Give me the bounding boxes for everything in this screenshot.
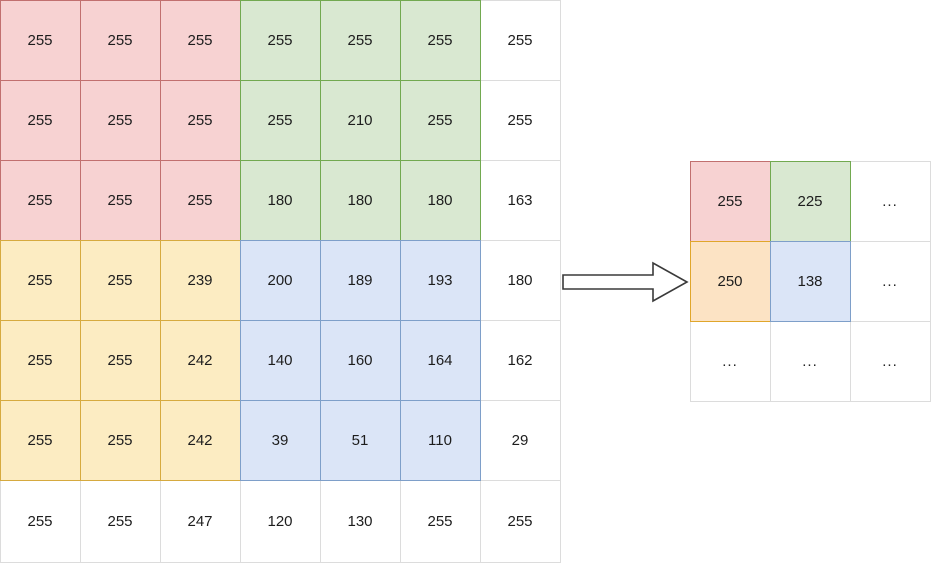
input-matrix-cell-r2-c4: 180 [319, 159, 401, 241]
input-matrix-cell-r6-c5: 255 [399, 479, 481, 563]
input-matrix-cell-r1-c2: 255 [159, 79, 241, 161]
flow-arrow-container [560, 258, 690, 306]
input-matrix-cell-r3-c2: 239 [159, 239, 241, 321]
input-matrix-cell-r5-c1: 255 [79, 399, 161, 481]
input-matrix-cell-r2-c1: 255 [79, 159, 161, 241]
input-matrix-cell-r6-c1: 255 [79, 479, 161, 563]
output-matrix-cell-r2-c2: ... [849, 320, 931, 402]
input-matrix-cell-r4-c6: 162 [479, 319, 561, 401]
right-arrow-icon [562, 261, 689, 303]
input-matrix-cell-r2-c5: 180 [399, 159, 481, 241]
input-matrix-cell-r0-c5: 255 [399, 0, 481, 81]
output-matrix-cell-r1-c0: 250 [689, 240, 771, 322]
input-matrix-cell-r0-c0: 255 [0, 0, 81, 81]
input-matrix-cell-r2-c2: 255 [159, 159, 241, 241]
input-matrix-cell-r6-c2: 247 [159, 479, 241, 563]
input-matrix-cell-r1-c3: 255 [239, 79, 321, 161]
input-matrix-cell-r6-c6: 255 [479, 479, 561, 563]
input-matrix-cell-r5-c0: 255 [0, 399, 81, 481]
input-matrix-cell-r3-c0: 255 [0, 239, 81, 321]
output-matrix-cell-r0-c0: 255 [689, 160, 771, 242]
input-matrix-cell-r2-c3: 180 [239, 159, 321, 241]
input-matrix-cell-r5-c2: 242 [159, 399, 241, 481]
input-matrix-cell-r4-c1: 255 [79, 319, 161, 401]
input-matrix-cell-r1-c4: 210 [319, 79, 401, 161]
output-matrix-cell-r1-c2: ... [849, 240, 931, 322]
input-matrix-cell-r4-c4: 160 [319, 319, 401, 401]
output-matrix-cell-r1-c1: 138 [769, 240, 851, 322]
input-matrix-cell-r0-c3: 255 [239, 0, 321, 81]
input-matrix-cell-r3-c1: 255 [79, 239, 161, 321]
input-matrix-cell-r3-c4: 189 [319, 239, 401, 321]
input-matrix-cell-r0-c4: 255 [319, 0, 401, 81]
input-matrix-cell-r5-c6: 29 [479, 399, 561, 481]
input-matrix-cell-r6-c4: 130 [319, 479, 401, 563]
input-matrix-cell-r2-c6: 163 [479, 159, 561, 241]
input-matrix-cell-r0-c6: 255 [479, 0, 561, 81]
output-matrix-cell-r0-c1: 225 [769, 160, 851, 242]
input-matrix-cell-r6-c0: 255 [0, 479, 81, 563]
input-matrix-cell-r5-c4: 51 [319, 399, 401, 481]
input-matrix-cell-r5-c5: 110 [399, 399, 481, 481]
input-matrix-cell-r4-c3: 140 [239, 319, 321, 401]
input-matrix-cell-r6-c3: 120 [239, 479, 321, 563]
input-matrix-cell-r3-c3: 200 [239, 239, 321, 321]
input-matrix-cell-r3-c5: 193 [399, 239, 481, 321]
output-matrix-cell-r2-c0: ... [689, 320, 771, 402]
input-matrix-cell-r5-c3: 39 [239, 399, 321, 481]
output-matrix-cell-r2-c1: ... [769, 320, 851, 402]
input-matrix-cell-r1-c5: 255 [399, 79, 481, 161]
output-matrix-cell-r0-c2: ... [849, 160, 931, 242]
input-matrix-cell-r1-c1: 255 [79, 79, 161, 161]
input-matrix-cell-r0-c2: 255 [159, 0, 241, 81]
input-matrix-cell-r4-c2: 242 [159, 319, 241, 401]
input-matrix-cell-r1-c6: 255 [479, 79, 561, 161]
input-matrix-cell-r1-c0: 255 [0, 79, 81, 161]
input-matrix-cell-r3-c6: 180 [479, 239, 561, 321]
input-matrix-cell-r4-c0: 255 [0, 319, 81, 401]
input-matrix-cell-r0-c1: 255 [79, 0, 161, 81]
input-matrix-cell-r4-c5: 164 [399, 319, 481, 401]
input-matrix-cell-r2-c0: 255 [0, 159, 81, 241]
